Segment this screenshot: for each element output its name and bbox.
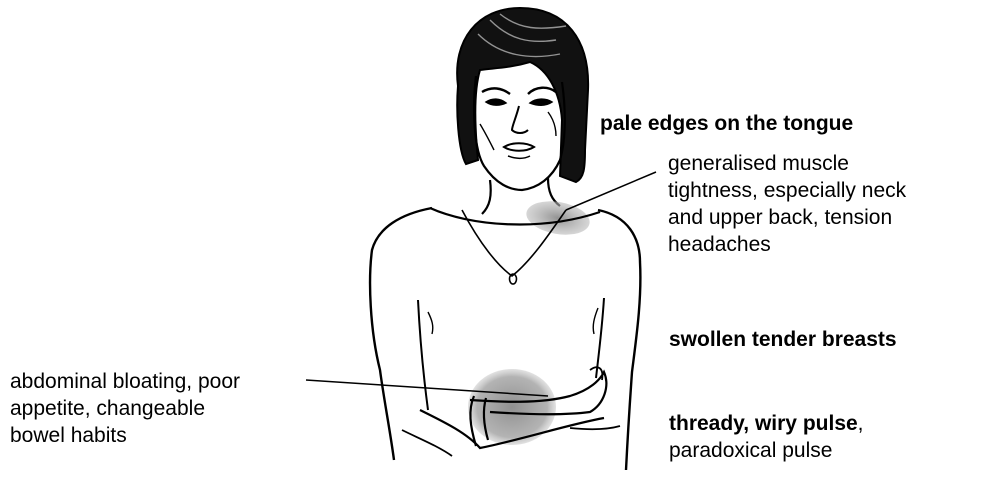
eyebrows <box>482 88 556 94</box>
pulse-label-comma: , <box>858 412 864 435</box>
abdomen-label-line: appetite, changeable <box>10 395 240 422</box>
pulse-label-first-line: thready, wiry pulse, <box>669 410 864 437</box>
muscle-label-line: and upper back, tension <box>668 204 906 231</box>
muscle-label-line: generalised muscle <box>668 150 906 177</box>
mouth <box>504 143 534 151</box>
pulse-label: thready, wiry pulse, paradoxical pulse <box>669 410 864 464</box>
nose <box>512 106 528 133</box>
torso-left <box>370 208 432 460</box>
torso-right <box>598 210 640 470</box>
cheek-lines <box>480 112 556 150</box>
muscle-label: generalised muscle tightness, especially… <box>668 150 906 258</box>
breasts-label: swollen tender breasts <box>669 326 897 353</box>
pulse-label-second-line: paradoxical pulse <box>669 437 864 464</box>
chest-creases <box>428 308 598 334</box>
muscle-label-line: headaches <box>668 231 906 258</box>
hair <box>457 8 588 182</box>
abdomen-label-line: bowel habits <box>10 422 240 449</box>
abdomen-label: abdominal bloating, poor appetite, chang… <box>10 368 240 449</box>
eyes <box>486 99 552 105</box>
inner-arm-left <box>418 300 428 410</box>
tongue-label: pale edges on the tongue <box>600 110 853 137</box>
muscle-label-line: tightness, especially neck <box>668 177 906 204</box>
pulse-label-bold: thready, wiry pulse <box>669 412 858 435</box>
abdomen-label-line: abdominal bloating, poor <box>10 368 240 395</box>
